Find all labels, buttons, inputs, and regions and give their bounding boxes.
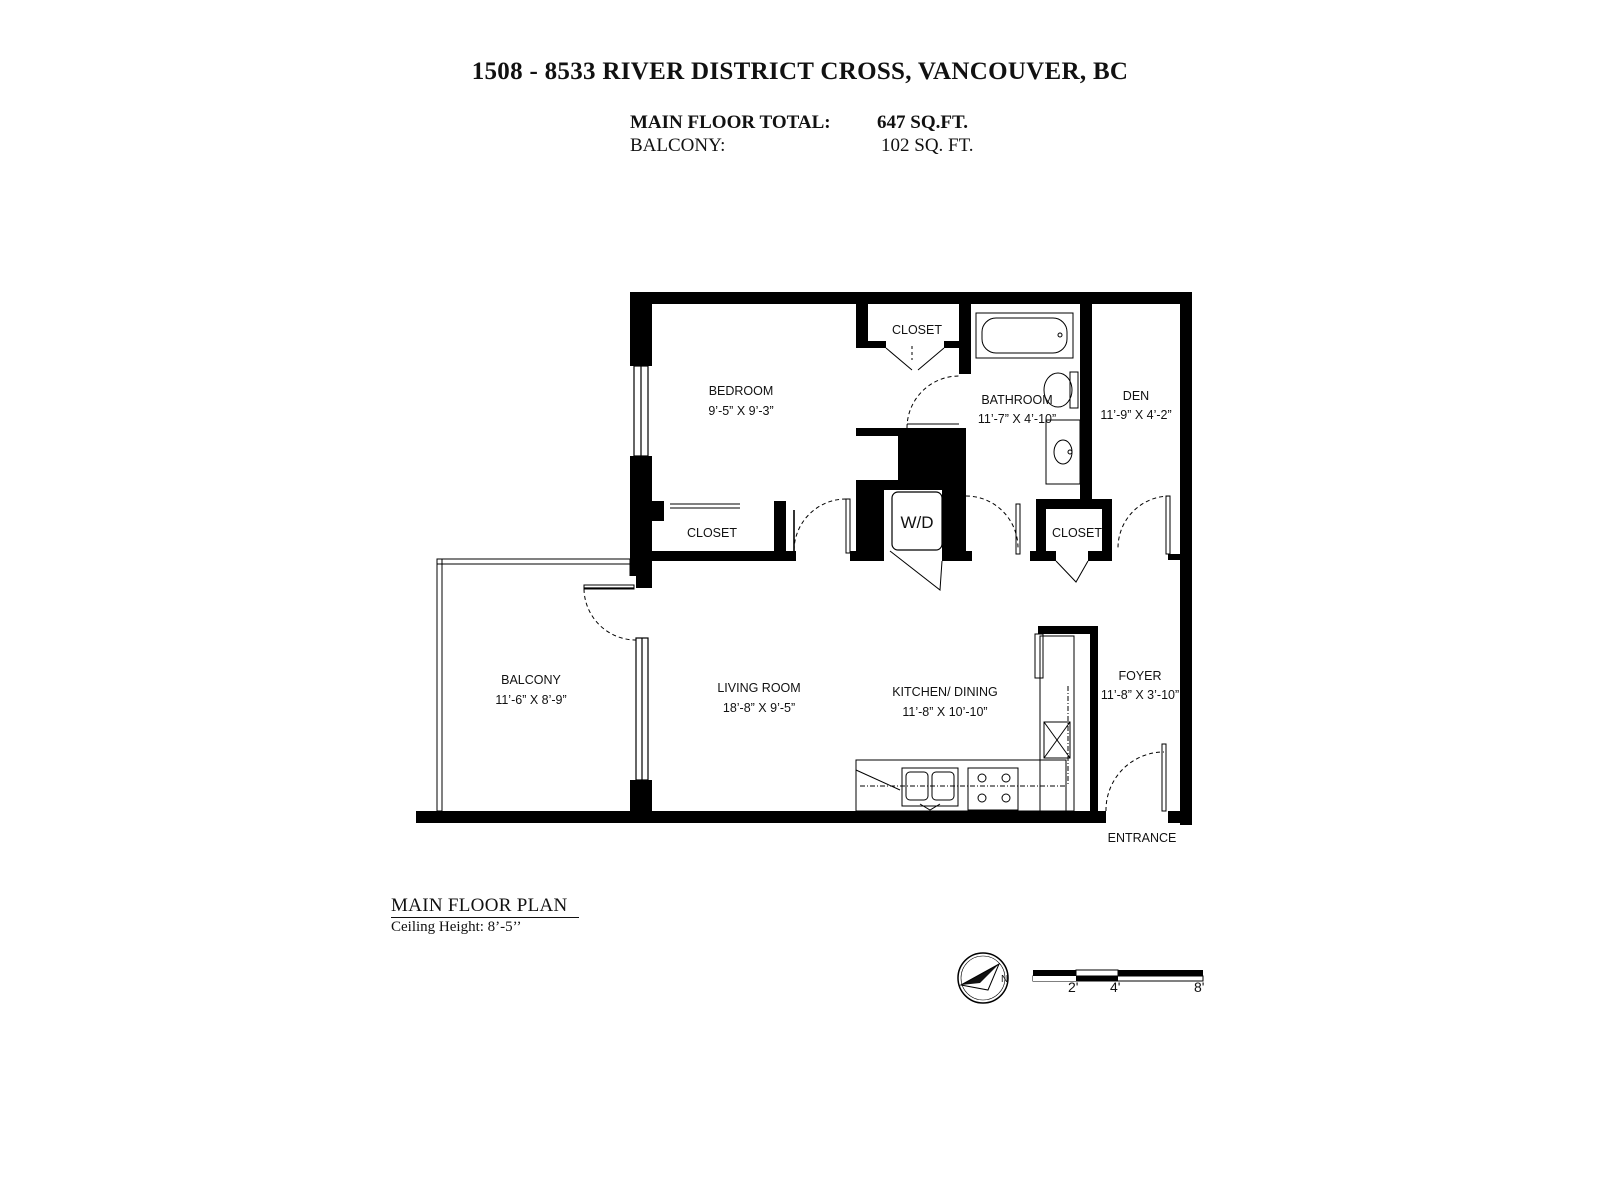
kitchen-dining-label: KITCHEN/ DINING	[892, 685, 998, 699]
living-room-label: LIVING ROOM	[717, 681, 800, 695]
bedroom-window	[633, 365, 649, 457]
living-room-size: 18’-8” X 9’-5”	[723, 701, 795, 715]
doors	[583, 346, 1171, 812]
balcony-area-value: 102 SQ. FT.	[881, 135, 974, 156]
den-label: DEN	[1123, 389, 1149, 403]
balcony-label: BALCONY	[501, 673, 561, 687]
foyer-closet-label: CLOSET	[1052, 526, 1102, 540]
compass-icon: N	[957, 952, 1009, 1004]
compass-north-label: N	[1001, 974, 1008, 985]
closet-top-label: CLOSET	[892, 323, 942, 337]
balcony-outline	[436, 558, 631, 812]
balcony-size: 11’-6” X 8’-9”	[495, 693, 566, 707]
bedroom-closet-label: CLOSET	[687, 526, 737, 540]
bathroom-size: 11’-7” X 4’-10”	[978, 412, 1056, 426]
kitchen-counters	[855, 633, 1075, 812]
entrance-label: ENTRANCE	[1108, 831, 1177, 845]
plan-address-title: 1508 - 8533 RIVER DISTRICT CROSS, VANCOU…	[471, 58, 1129, 85]
interior-walls	[652, 304, 1180, 811]
foyer-label: FOYER	[1118, 669, 1161, 683]
ceiling-height: Ceiling Height: 8’-5’’	[391, 919, 522, 935]
balcony-area-label: BALCONY:	[630, 135, 726, 156]
bedroom-size: 9’-5” X 9’-3”	[708, 404, 773, 418]
bedroom-label: BEDROOM	[709, 384, 774, 398]
bathtub	[975, 312, 1074, 359]
scale-label-2ft: 2'	[1068, 979, 1079, 995]
room-labels: BEDROOM 9’-5” X 9’-3” CLOSET BATHROOM 11…	[495, 323, 1179, 845]
plan-title-underline	[391, 917, 579, 918]
bathroom-label: BATHROOM	[981, 393, 1052, 407]
plan-title: MAIN FLOOR PLAN	[391, 895, 568, 916]
living-window	[635, 637, 649, 781]
main-floor-total-value: 647 SQ.FT.	[877, 112, 968, 133]
main-floor-total-label: MAIN FLOOR TOTAL:	[630, 112, 831, 133]
washer-dryer: W/D	[891, 491, 943, 551]
kitchen-dining-size: 11’-8” X 10’-10”	[902, 705, 987, 719]
exterior-walls	[416, 292, 1192, 825]
scale-label-4ft: 4'	[1110, 979, 1121, 995]
foyer-size: 11’-8” X 3’-10”	[1101, 688, 1179, 702]
toilet	[1043, 371, 1079, 409]
scale-bar	[1032, 969, 1204, 982]
den-size: 11’-9” X 4’-2”	[1100, 408, 1171, 422]
washer-dryer-label: W/D	[900, 513, 933, 532]
vanity-sink	[1045, 419, 1081, 485]
scale-label-8ft: 8'	[1194, 979, 1205, 995]
